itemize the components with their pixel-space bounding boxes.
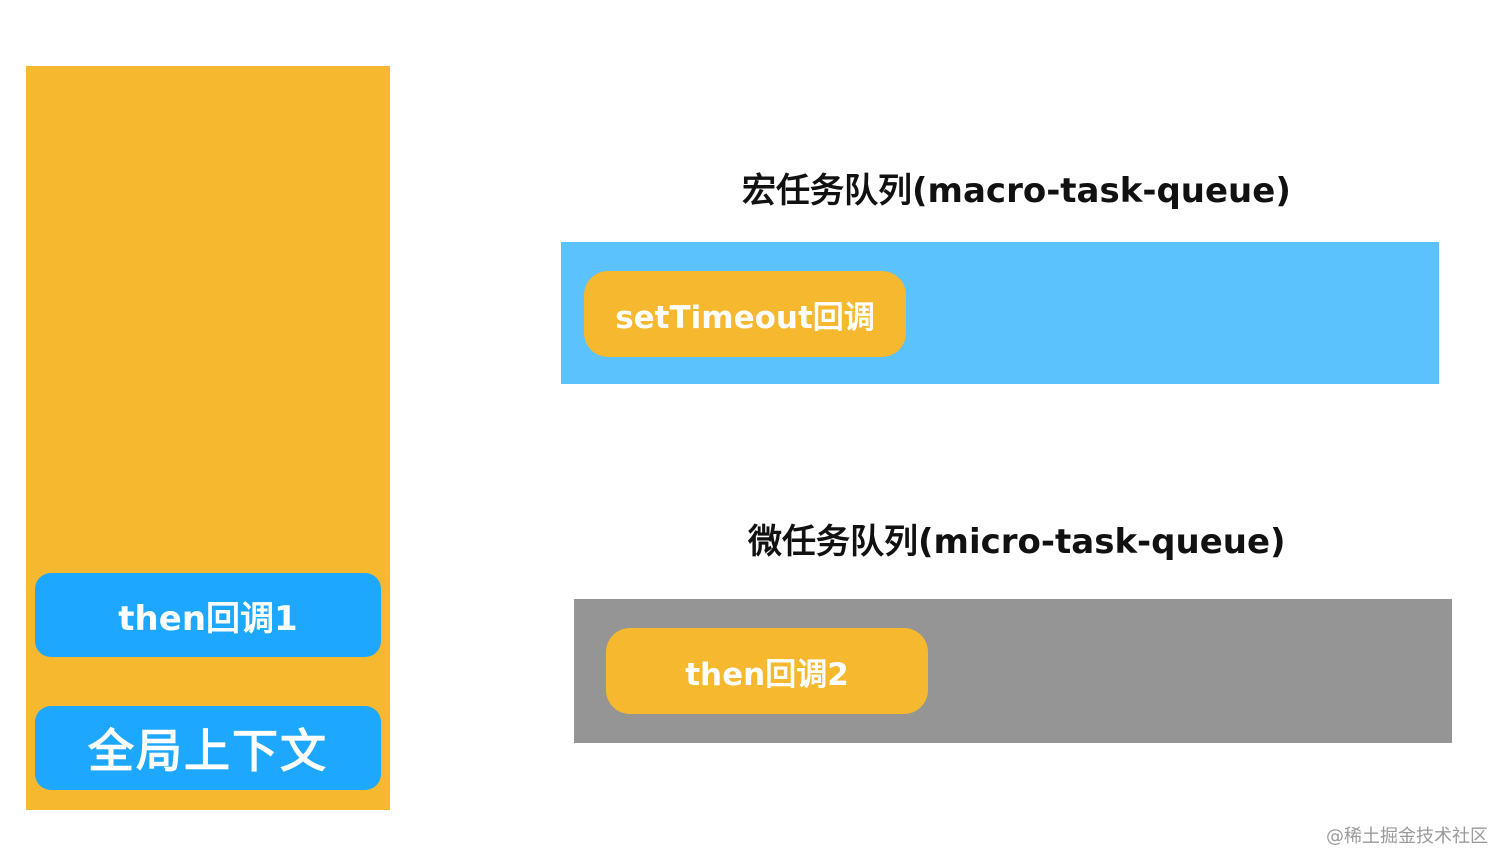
macro-task-settimeout-callback: setTimeout回调 [584,271,906,357]
task-label: then回调2 [685,656,849,693]
task-label: setTimeout回调 [615,299,875,336]
macro-task-queue-title: 宏任务队列(macro-task-queue) [742,171,1291,211]
macro-task-queue: setTimeout回调 [561,242,1439,384]
stack-frame-then-callback-1: then回调1 [35,573,381,657]
call-stack: then回调1 全局上下文 [26,66,390,810]
micro-task-then-callback-2: then回调2 [606,628,928,714]
stack-frame-label: then回调1 [118,598,298,639]
stack-frame-label: 全局上下文 [88,724,328,778]
micro-task-queue-title: 微任务队列(micro-task-queue) [748,522,1286,562]
stack-frame-global-context: 全局上下文 [35,706,381,790]
watermark: @稀土掘金技术社区 [1326,826,1488,847]
micro-task-queue: then回调2 [574,599,1452,743]
